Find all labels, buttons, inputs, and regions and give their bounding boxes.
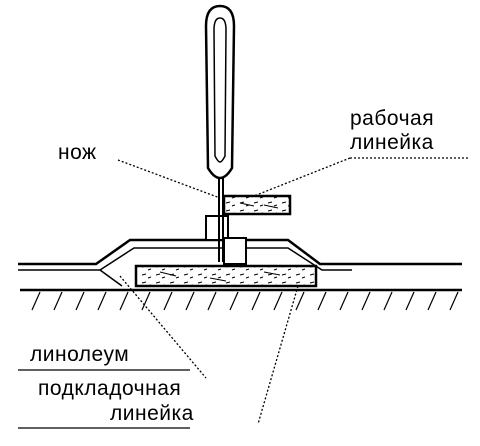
label-working-ruler-line2: линейка [350,131,434,154]
knife [204,4,236,262]
leader-underlay-ruler [257,285,299,425]
leader-linoleum [119,275,207,379]
label-underlay-ruler-line2: линейка [110,402,194,425]
label-knife: нож [58,141,97,164]
leader-lines [117,157,470,425]
floor-base [20,288,462,311]
label-underlines [18,369,190,429]
underlay-ruler [134,264,318,288]
label-underlay-ruler-line1: подкладочная [38,377,182,400]
label-linoleum: линолеум [30,343,130,366]
knife-guide-block [205,215,247,265]
leader-knife [117,159,221,199]
working-ruler [222,194,292,216]
leader-working-ruler [253,157,351,197]
label-working-ruler-line1: рабочая [350,107,435,130]
